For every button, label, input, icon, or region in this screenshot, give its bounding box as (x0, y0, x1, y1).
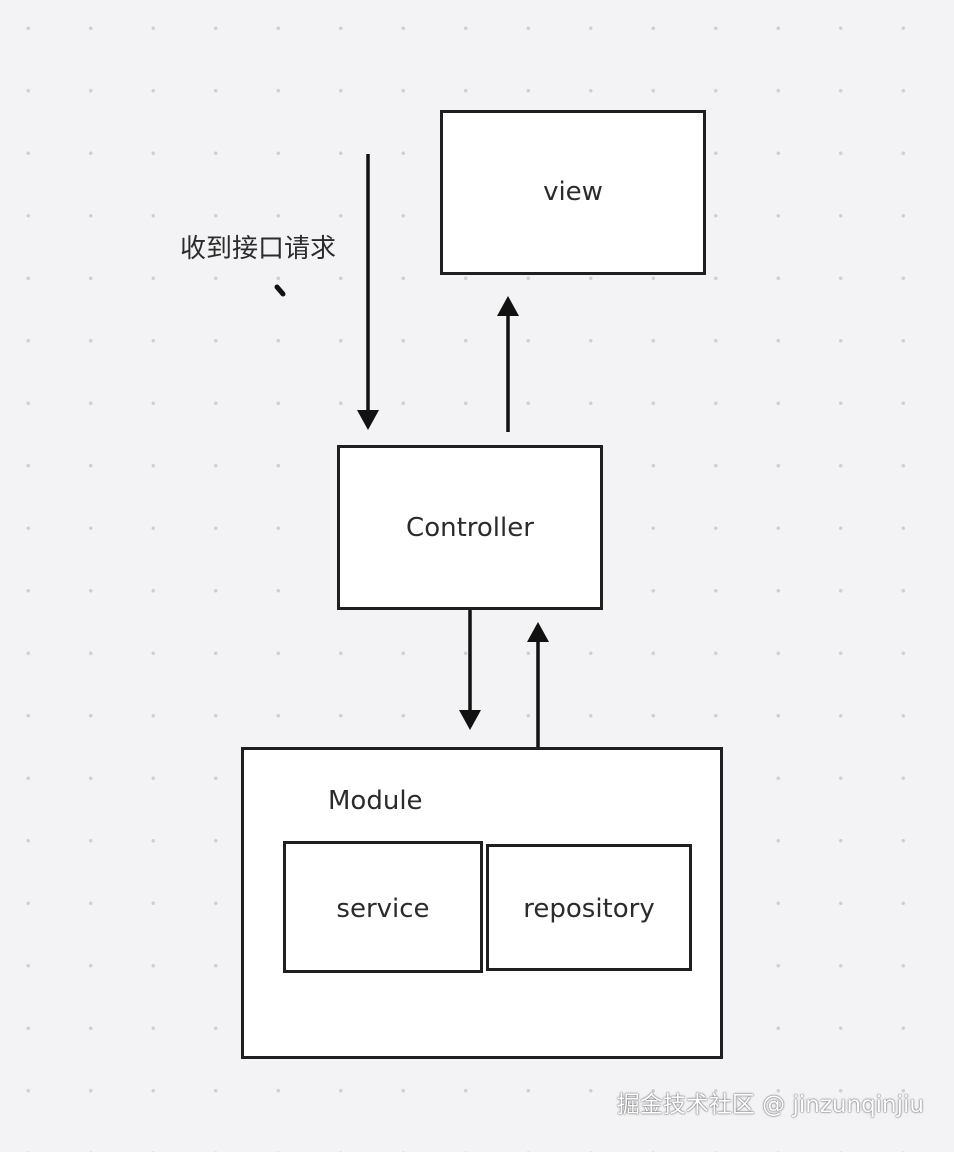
repository-node[interactable]: repository (486, 844, 692, 971)
service-label: service (336, 894, 430, 924)
request-arrow-head (357, 410, 379, 430)
controller-node[interactable]: Controller (337, 445, 603, 610)
pen-mark (274, 284, 286, 297)
controller-label: Controller (406, 513, 534, 543)
request-annotation: 收到接口请求 (180, 234, 337, 264)
controller-to-module-arrow-head (459, 710, 481, 730)
module-to-controller-arrow-head (527, 622, 549, 642)
repository-label: repository (523, 894, 655, 924)
module-label: Module (328, 786, 423, 816)
view-label: view (543, 177, 603, 207)
view-node[interactable]: view (440, 110, 706, 275)
watermark: 掘金技术社区 @ jinzunqinjiu (616, 1092, 924, 1118)
service-node[interactable]: service (283, 841, 483, 973)
controller-to-view-arrow-head (497, 296, 519, 316)
